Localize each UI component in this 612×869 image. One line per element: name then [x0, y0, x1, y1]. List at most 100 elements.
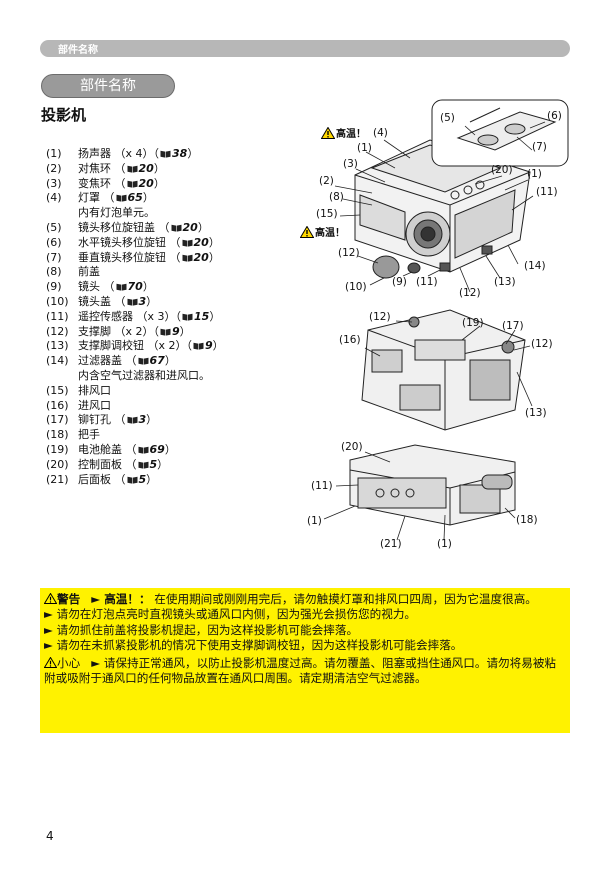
part-number: (2): [46, 161, 62, 175]
part-number: (15): [46, 383, 69, 397]
book-reference-icon: [127, 165, 137, 173]
part-item: (16)进风口: [46, 399, 276, 414]
part-paren-close: ）: [164, 442, 176, 456]
part-name: 内含空气过滤器和进风口。: [78, 368, 210, 382]
header-bar: 部件名称: [40, 40, 570, 57]
book-reference-icon: [127, 476, 137, 484]
label-3: (3): [343, 158, 358, 170]
part-paren-close: ）: [146, 413, 158, 427]
part-text: 镜头盖 （3）: [78, 295, 157, 310]
label-13-front: (13): [494, 276, 516, 288]
part-item: 内有灯泡单元。: [46, 206, 276, 221]
part-number: (16): [46, 398, 69, 412]
part-page-ref[interactable]: 9: [205, 339, 213, 353]
part-item: (14)过滤器盖 （67）: [46, 354, 276, 369]
warning-line-4: ► 请勿在未抓紧投影机的情况下使用支撑脚调校钮，因为这样投影机可能会摔落。: [44, 637, 463, 652]
part-text: 铆钉孔 （ 3）: [78, 413, 157, 428]
label-5: (5): [440, 112, 455, 124]
part-text: 镜头移位旋钮盖 （20）: [78, 221, 209, 236]
label-8: (8): [329, 191, 344, 203]
label-16: (16): [339, 334, 361, 346]
hot-label-side: 高温！: [300, 224, 345, 239]
part-page-ref[interactable]: 5: [138, 472, 147, 486]
part-name: 铆钉孔 （: [78, 413, 126, 427]
label-17: (17): [502, 320, 524, 332]
part-number: (8): [46, 265, 62, 279]
book-reference-icon: [138, 461, 148, 469]
part-page-ref[interactable]: 20: [193, 250, 209, 264]
part-text: 内含空气过滤器和进风口。: [78, 369, 210, 384]
part-text: 电池舱盖 （69）: [78, 443, 176, 458]
part-name: 内有灯泡单元。: [78, 206, 155, 220]
hot-label-top: 高温！: [321, 125, 366, 140]
part-name: 后面板 （: [78, 472, 126, 486]
part-page-ref[interactable]: 3: [138, 413, 147, 427]
warning-paragraph: 警告 ► 高温！： 在使用期间或刚刚用完后，请勿触摸灯罩和排风口四周，因为它温度…: [44, 592, 566, 607]
part-paren-close: ）: [142, 280, 154, 294]
book-reference-icon: [160, 328, 171, 336]
label-20-rear: (20): [341, 441, 363, 453]
part-paren-close: ）: [208, 250, 220, 264]
part-page-ref[interactable]: 5: [149, 457, 158, 471]
part-page-ref[interactable]: 3: [138, 294, 147, 308]
part-text: 遥控传感器 （x 3）（15）: [78, 310, 220, 325]
book-reference-icon: [182, 254, 192, 262]
part-page-ref[interactable]: 67: [149, 354, 165, 368]
part-text: 垂直镜头移位旋钮 （20）: [78, 251, 220, 266]
part-page-ref[interactable]: 20: [182, 220, 198, 234]
part-page-ref[interactable]: 69: [149, 442, 165, 456]
part-paren-close: ）: [179, 324, 191, 338]
part-text: 镜头 （70）: [78, 280, 154, 295]
part-item: (19)电池舱盖 （69）: [46, 443, 276, 458]
part-page-ref[interactable]: 38: [172, 147, 188, 160]
warning-line-3: ► 请勿抓住前盖将投影机提起，因为这样投影机可能会摔落。: [44, 622, 359, 637]
label-10: (10): [345, 281, 367, 293]
warning-line-1: 在使用期间或刚刚用完后，请勿触摸灯罩和排风口四周，因为它温度很高。: [154, 592, 537, 606]
book-reference-icon: [160, 150, 171, 158]
part-page-ref[interactable]: 20: [138, 176, 154, 190]
part-paren-close: ）: [187, 147, 199, 160]
part-name: 前盖: [78, 265, 100, 279]
warning-hot: ► 高温！：: [91, 592, 151, 606]
page-number: 4: [46, 829, 54, 843]
part-number: (6): [46, 235, 62, 249]
part-number: (17): [46, 413, 69, 427]
part-page-ref[interactable]: 20: [193, 235, 209, 249]
label-1-rear-right: (1): [437, 538, 452, 550]
part-text: 支撑脚调校钮 （x 2）（9）: [78, 339, 224, 354]
part-number: (3): [46, 176, 62, 190]
part-paren-close: ）: [209, 309, 221, 323]
label-6: (6): [547, 110, 562, 122]
part-text: 扬声器 （x 4）（38）: [78, 147, 198, 162]
part-number: (14): [46, 354, 69, 368]
part-number: (20): [46, 457, 69, 471]
part-page-ref[interactable]: 65: [127, 191, 143, 205]
part-page-ref[interactable]: 20: [138, 161, 154, 175]
part-paren-close: ）: [142, 191, 154, 205]
page-heading: 投影机: [41, 106, 87, 124]
part-item: (13)支撑脚调校钮 （x 2）（9）: [46, 339, 276, 354]
caution-text: ► 请保持正常通风，以防止投影机温度过高。请勿覆盖、阻塞或挡住通风口。请勿将易被…: [44, 656, 557, 686]
part-item: (17) 铆钉孔 （ 3）: [46, 413, 276, 428]
part-name: 支撑脚 （x 2）（: [78, 324, 160, 338]
part-page-ref[interactable]: 70: [127, 280, 143, 294]
part-name: 把手: [78, 428, 100, 442]
part-text: 控制面板 （5）: [78, 458, 168, 473]
part-name: 水平镜头移位旋钮 （: [78, 235, 181, 249]
part-text: 过滤器盖 （67）: [78, 354, 176, 369]
part-item: (21)后面板 （5）: [46, 473, 276, 488]
caution-paragraph: 小心 ► 请保持正常通风，以防止投影机温度过高。请勿覆盖、阻塞或挡住通风口。请勿…: [44, 656, 566, 687]
book-reference-icon: [116, 195, 126, 202]
book-reference-icon: [182, 239, 192, 247]
part-page-ref[interactable]: 9: [172, 324, 180, 338]
warning-title: 警告: [57, 592, 81, 606]
part-item: (6)水平镜头移位旋钮 （20）: [46, 236, 276, 251]
label-1-rear-left: (1): [307, 515, 322, 527]
label-19: (19): [462, 317, 484, 329]
part-page-ref[interactable]: 15: [194, 309, 210, 323]
book-reference-icon: [127, 298, 137, 306]
part-number: (4): [46, 191, 62, 205]
book-reference-icon: [116, 283, 126, 291]
part-number: (9): [46, 280, 62, 294]
part-name: 过滤器盖 （: [78, 354, 137, 368]
